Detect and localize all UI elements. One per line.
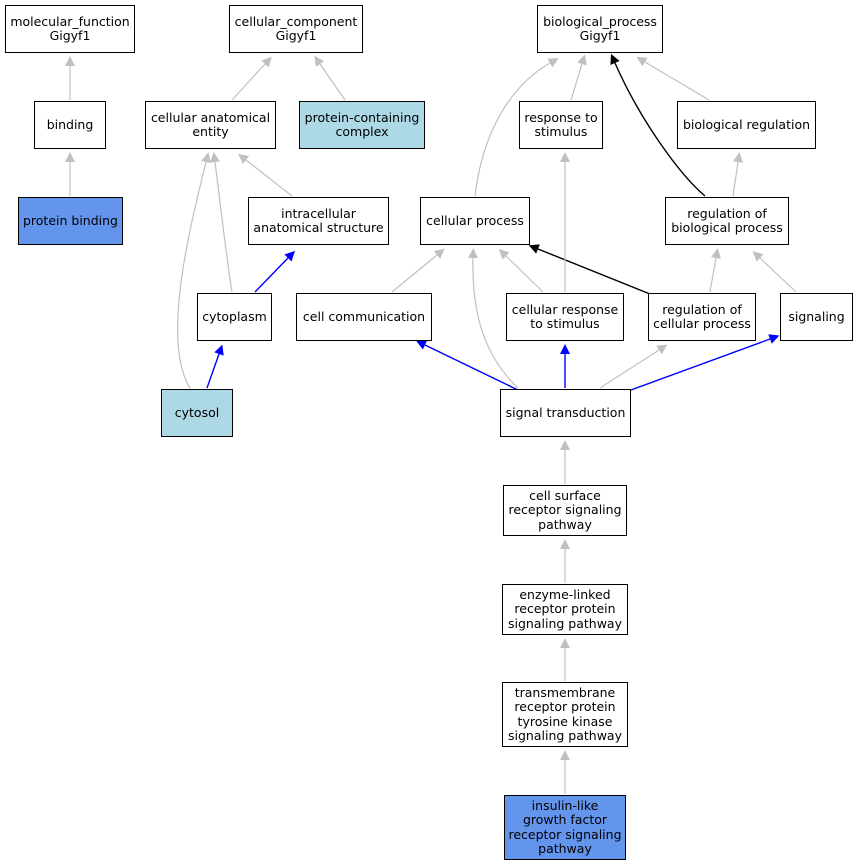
node-transmembrane-receptor-protein-tyrosine-kinase-signaling-pathway: transmembrane receptor protein tyrosine … [502, 682, 628, 747]
edge-cytosol-to-cellular-anatomical-entity [176, 152, 211, 389]
node-cell-surface-receptor-signaling-pathway: cell surface receptor signaling pathway [503, 485, 627, 536]
edge-response-to-stimulus-to-biological-process [570, 54, 587, 101]
edge-biological-regulation-to-biological-process [636, 56, 710, 101]
node-cellular-process: cellular process [420, 197, 530, 245]
edge-regulation-of-cellular-process-to-regulation-of-biological-process [709, 248, 721, 293]
node-label: cytosol [174, 404, 220, 420]
node-label: cellular response to stimulus [511, 301, 619, 331]
node-cellular-anatomical-entity: cellular anatomical entity [145, 101, 276, 149]
node-label: signaling [788, 308, 845, 324]
node-cellular-response-to-stimulus: cellular response to stimulus [506, 293, 624, 341]
edge-signal-transduction-to-cell-communication [415, 340, 519, 391]
edge-signal-transduction-to-cellular-process [468, 248, 519, 389]
node-label: binding [46, 116, 94, 132]
node-label: protein binding [22, 212, 118, 228]
node-label: cell communication [302, 308, 426, 324]
node-enzyme-linked-receptor-protein-signaling-pathway: enzyme-linked receptor protein signaling… [502, 584, 628, 635]
edge-regulation-of-cellular-process-to-cellular-process [528, 244, 651, 295]
node-signaling: signaling [780, 293, 853, 341]
node-molecular-function: molecular_function Gigyf1 [5, 5, 135, 53]
node-label: cytoplasm [202, 308, 267, 324]
edge-cytosol-to-cytoplasm [206, 344, 224, 389]
node-label: cellular_component Gigyf1 [234, 13, 358, 43]
node-cytoplasm: cytoplasm [197, 293, 272, 341]
node-biological-process: biological_process Gigyf1 [537, 5, 663, 53]
node-label: biological_process Gigyf1 [543, 13, 657, 43]
edge-signal-transduction-to-signaling [630, 334, 780, 391]
edge-signaling-to-regulation-of-biological-process [752, 251, 797, 293]
node-cellular-component: cellular_component Gigyf1 [229, 5, 363, 53]
node-label: regulation of cellular process [653, 301, 751, 331]
node-label: regulation of biological process [671, 205, 783, 235]
node-label: cell surface receptor signaling pathway [508, 487, 622, 532]
node-regulation-of-biological-process: regulation of biological process [665, 197, 789, 245]
node-response-to-stimulus: response to stimulus [519, 101, 603, 149]
node-label: response to stimulus [524, 109, 598, 139]
node-label: intracellular anatomical structure [253, 205, 384, 235]
edge-cytoplasm-to-cellular-anatomical-entity [210, 152, 233, 293]
node-signal-transduction: signal transduction [500, 389, 631, 437]
node-biological-regulation: biological regulation [677, 101, 816, 149]
node-label: transmembrane receptor protein tyrosine … [508, 684, 622, 743]
edge-cellular-response-to-stimulus-to-cellular-process [498, 249, 544, 293]
edge-regulation-of-biological-process-to-biological-regulation [732, 152, 743, 197]
edge-cell-communication-to-cellular-process [391, 248, 445, 293]
node-label: enzyme-linked receptor protein signaling… [508, 586, 622, 631]
node-regulation-of-cellular-process: regulation of cellular process [648, 293, 756, 341]
node-cytosol: cytosol [161, 389, 233, 437]
node-label: biological regulation [682, 116, 811, 132]
node-label: signal transduction [505, 404, 626, 420]
edge-protein-containing-complex-to-cellular-component [314, 55, 346, 101]
node-protein-containing-complex: protein-containing complex [299, 101, 425, 149]
node-protein-binding: protein binding [18, 197, 123, 245]
node-label: insulin-like growth factor receptor sign… [508, 797, 622, 856]
node-label: cellular process [426, 212, 524, 228]
node-cell-communication: cell communication [296, 293, 432, 341]
edge-regulation-of-biological-process-to-biological-process [610, 53, 706, 197]
edge-intracellular-anatomical-structure-to-cellular-anatomical-entity [238, 153, 293, 197]
edge-cellular-anatomical-entity-to-cellular-component [231, 56, 272, 101]
node-label: protein-containing complex [304, 109, 420, 139]
edge-cellular-process-to-biological-process [474, 58, 559, 197]
edge-cytoplasm-to-intracellular-anatomical-structure [254, 250, 295, 293]
node-insulin-like-growth-factor-receptor-signaling-pathway: insulin-like growth factor receptor sign… [504, 795, 626, 860]
node-binding: binding [34, 101, 106, 149]
edge-signal-transduction-to-regulation-of-cellular-process [599, 344, 668, 389]
node-label: molecular_function Gigyf1 [10, 13, 130, 43]
node-label: cellular anatomical entity [150, 109, 271, 139]
node-intracellular-anatomical-structure: intracellular anatomical structure [248, 197, 389, 245]
